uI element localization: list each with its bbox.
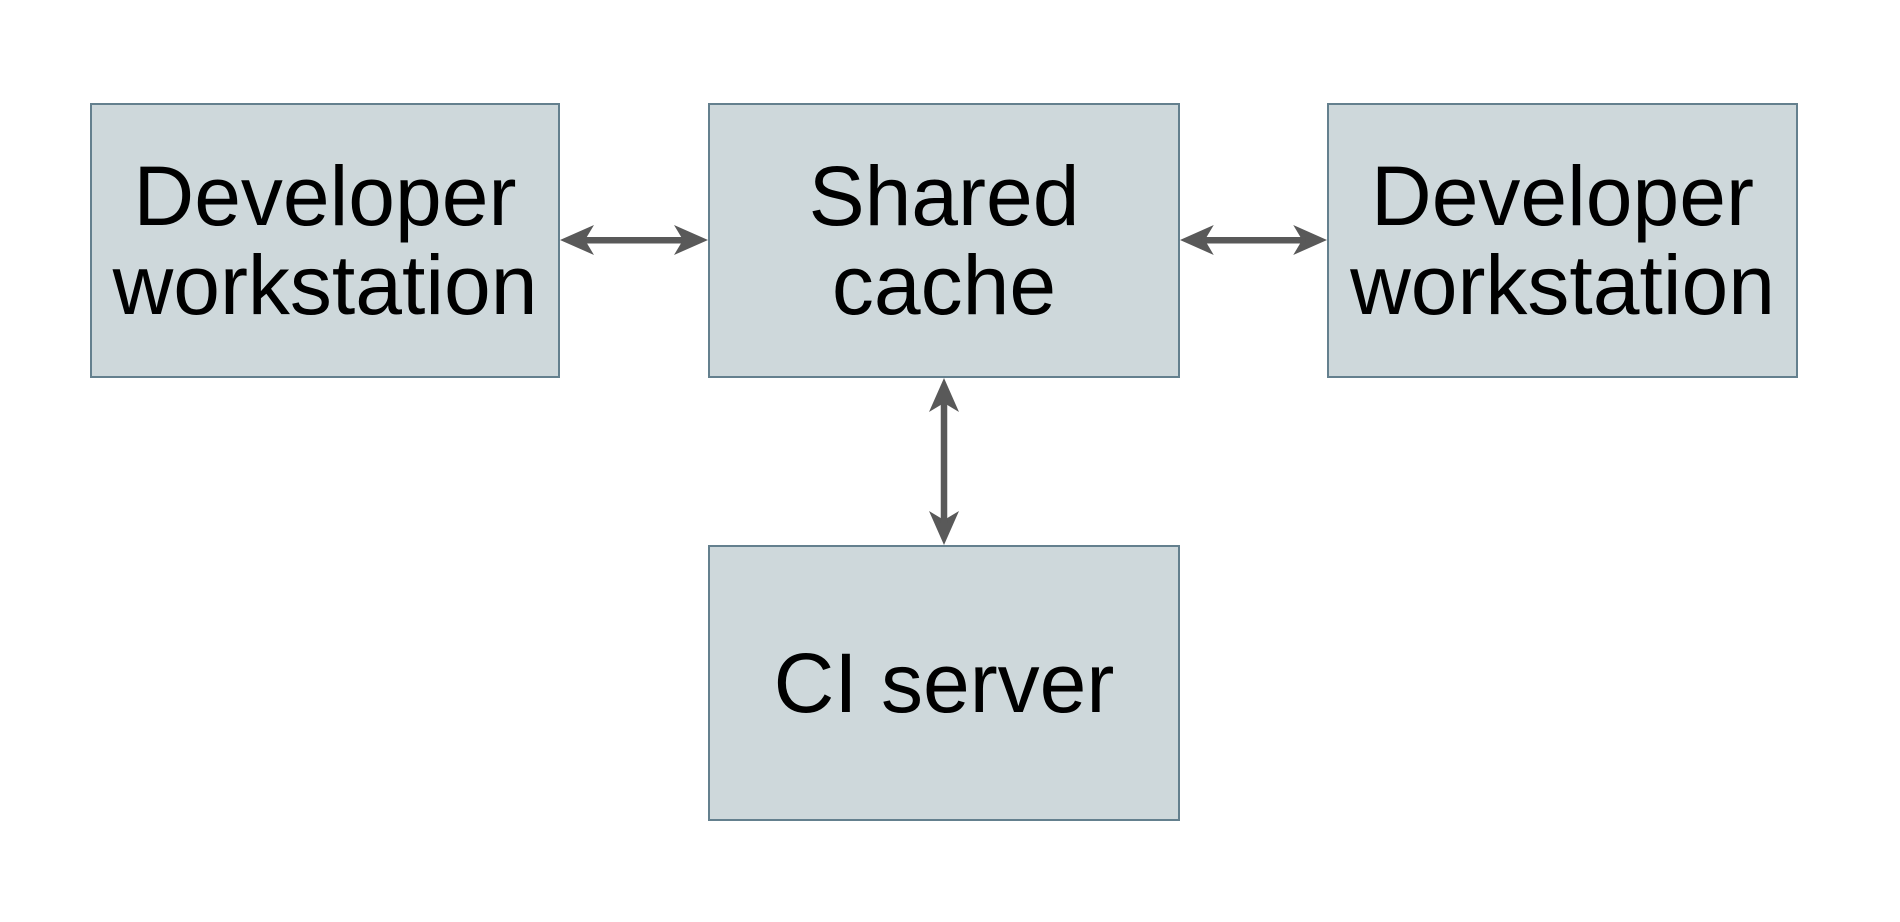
node-developer-workstation-right: Developer workstation	[1327, 103, 1798, 378]
double-arrow-icon	[560, 225, 708, 255]
double-arrow-icon	[929, 378, 959, 545]
node-label-line: Developer	[133, 148, 517, 243]
node-ci-server: CI server	[708, 545, 1180, 821]
node-label-line: workstation	[1350, 237, 1775, 332]
node-label-line: Shared	[808, 148, 1080, 243]
arrow-cache-ci-server	[924, 378, 964, 545]
node-label-line: cache	[831, 237, 1057, 332]
node-label-line: CI server	[773, 635, 1115, 730]
double-arrow-icon	[1180, 225, 1327, 255]
node-label-line: Developer	[1371, 148, 1754, 243]
node-shared-cache: Shared cache	[708, 103, 1180, 378]
arrow-left-workstation-cache	[560, 220, 708, 260]
node-label-line: workstation	[112, 237, 538, 332]
node-developer-workstation-left: Developer workstation	[90, 103, 560, 378]
arrow-cache-right-workstation	[1180, 220, 1327, 260]
